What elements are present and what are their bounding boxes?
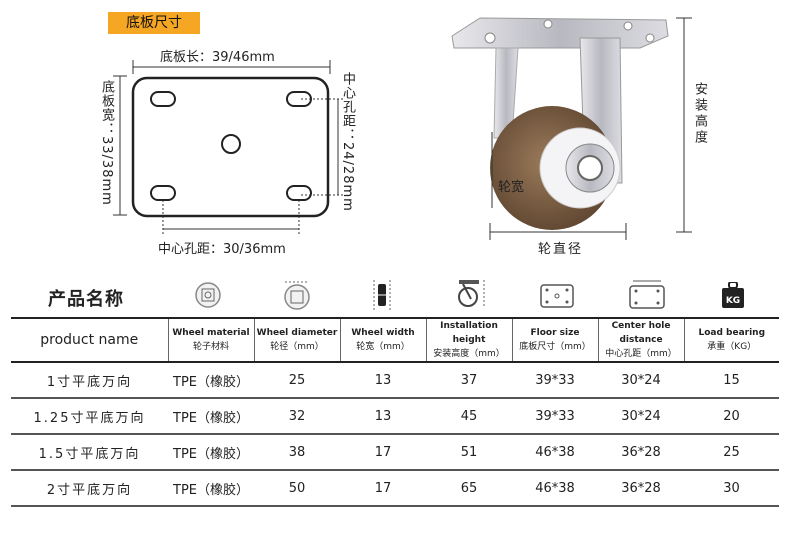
row-wheel-width: 17 xyxy=(340,434,426,471)
row-wheel-material: TPE（橡胶） xyxy=(168,398,254,435)
row-installation-height: 45 xyxy=(426,398,512,435)
row-product-name: 2寸平底万向 xyxy=(11,470,168,507)
row-product-name: 1.25寸平底万向 xyxy=(11,398,168,435)
table-row: 2寸平底万向 TPE（橡胶） 50 17 65 46*38 36*28 30 xyxy=(11,470,779,507)
row-wheel-material: TPE（橡胶） xyxy=(168,470,254,507)
row-wheel-material: TPE（橡胶） xyxy=(168,434,254,471)
floor-size-icon xyxy=(540,284,574,308)
installation-height-icon xyxy=(458,280,485,307)
row-product-name: 1.5寸平底万向 xyxy=(11,434,168,471)
row-product-name: 1寸平底万向 xyxy=(11,362,168,399)
row-load-bearing: 25 xyxy=(684,434,779,471)
center-hole-distance-icon xyxy=(629,280,665,309)
wheel-width-label: 轮宽 xyxy=(498,180,525,195)
table-row: 1寸平底万向 TPE（橡胶） 25 13 37 39*33 30*24 15 xyxy=(11,362,779,399)
floor-plate-diagram xyxy=(113,60,345,236)
row-wheel-diameter: 32 xyxy=(254,398,340,435)
row-floor-size: 46*38 xyxy=(512,434,598,471)
row-wheel-diameter: 25 xyxy=(254,362,340,399)
row-wheel-width: 17 xyxy=(340,470,426,507)
wheel-diameter-label: 轮直径 xyxy=(538,242,584,257)
wheel-width-icon xyxy=(373,280,391,310)
row-floor-size: 39*33 xyxy=(512,362,598,399)
load-weight-icon: KG xyxy=(721,281,745,308)
table-row: 1.5寸平底万向 TPE（橡胶） 38 17 51 46*38 36*28 25 xyxy=(11,434,779,471)
wheel-material-icon xyxy=(195,282,221,308)
row-center-hole-distance: 30*24 xyxy=(598,362,684,399)
row-load-bearing: 20 xyxy=(684,398,779,435)
row-wheel-material: TPE（橡胶） xyxy=(168,362,254,399)
row-installation-height: 37 xyxy=(426,362,512,399)
product-name-title: 产品名称 xyxy=(48,289,124,310)
row-installation-height: 65 xyxy=(426,470,512,507)
row-center-hole-distance: 36*28 xyxy=(598,434,684,471)
product-name-header: product name xyxy=(11,317,168,363)
row-center-hole-distance: 30*24 xyxy=(598,398,684,435)
row-floor-size: 46*38 xyxy=(512,470,598,507)
row-load-bearing: 15 xyxy=(684,362,779,399)
row-installation-height: 51 xyxy=(426,434,512,471)
kg-icon-text: KG xyxy=(726,296,740,306)
row-wheel-width: 13 xyxy=(340,362,426,399)
row-center-hole-distance: 36*28 xyxy=(598,470,684,507)
hole-distance-vertical-label: 中心孔距：24/28mm xyxy=(340,72,355,212)
row-wheel-width: 13 xyxy=(340,398,426,435)
floor-size-tag: 底板尺寸 xyxy=(108,12,200,34)
install-height-label: 安装高度 xyxy=(692,82,707,146)
row-wheel-diameter: 38 xyxy=(254,434,340,471)
plate-length-label: 底板长：39/46mm xyxy=(160,50,275,65)
caster-wheel-image xyxy=(451,17,692,240)
wheel-diameter-icon xyxy=(284,281,310,310)
table-row: 1.25寸平底万向 TPE（橡胶） 32 13 45 39*33 30*24 2… xyxy=(11,398,779,435)
row-load-bearing: 30 xyxy=(684,470,779,507)
row-wheel-diameter: 50 xyxy=(254,470,340,507)
hole-distance-horizontal-label: 中心孔距：30/36mm xyxy=(158,242,286,257)
row-floor-size: 39*33 xyxy=(512,398,598,435)
plate-width-label: 底板宽：33/38mm xyxy=(99,80,114,206)
